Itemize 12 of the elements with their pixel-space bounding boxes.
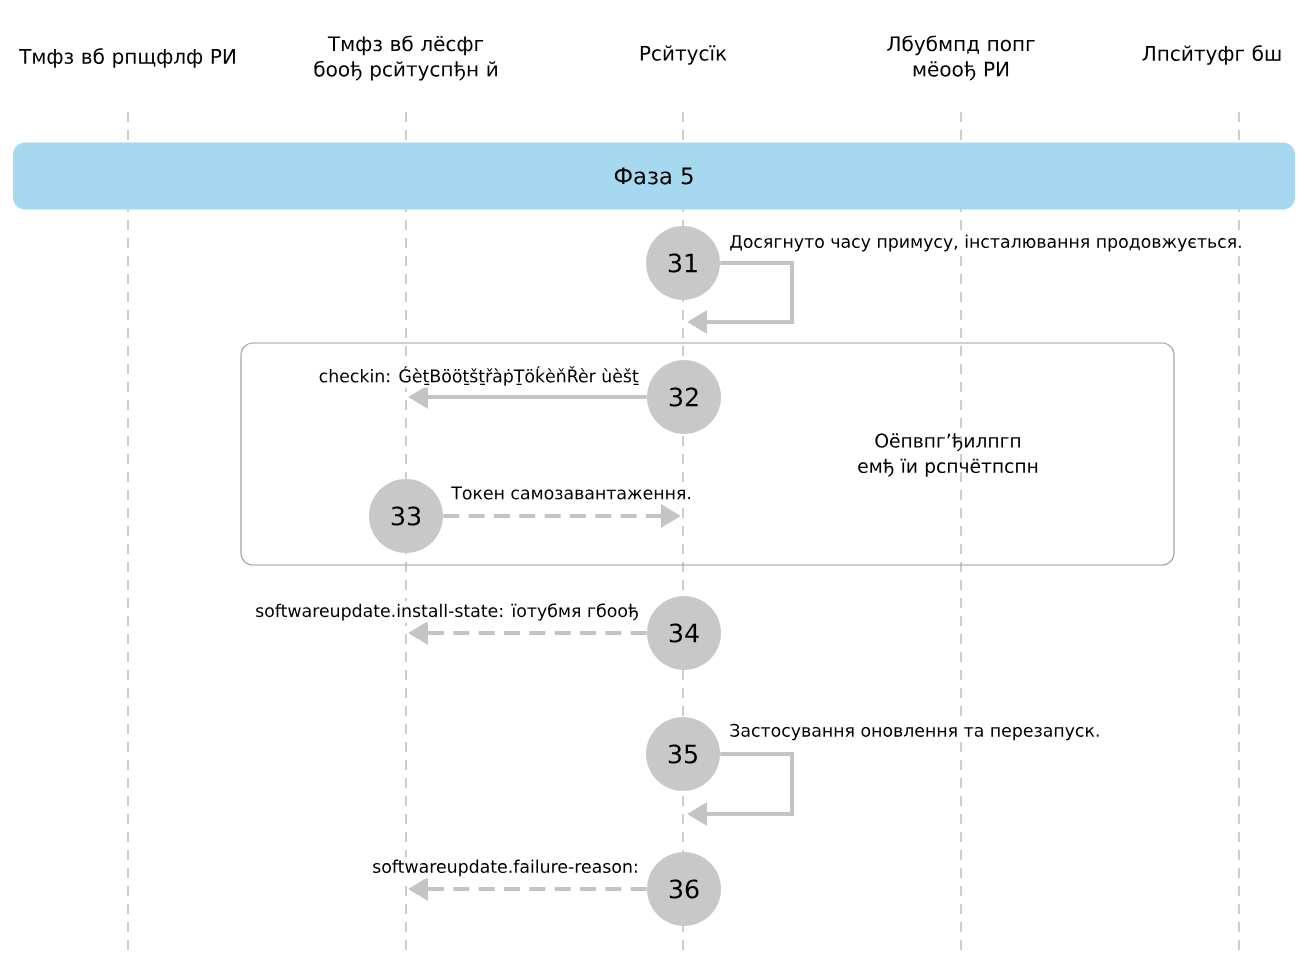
edge-label: softwareupdate.install-state: їотубмя гбоођ <box>253 601 641 623</box>
phase-band: Фаза 5 <box>13 142 1295 210</box>
participant-label: Тмфз вб лёсфг боођ рсйтуспђн й <box>314 35 497 81</box>
edge-label: Досягнуто часу примусу, інсталювання продовжується. <box>727 232 1245 254</box>
edge-label: Токен самозавантаження. <box>449 484 694 502</box>
edge-label: checkin: ǴèṯBööṯšṯřàṗṮöḱèňŘèr ùèšṯ <box>316 364 641 388</box>
edge-label: softwareupdate.failure-reason: <box>370 857 641 879</box>
participant-label: Лпсйтуфг бш <box>1142 45 1281 65</box>
edge-label: Застосування оновлення та перезапуск. <box>727 721 1103 743</box>
participant-label: Рсйтусїк <box>640 45 727 65</box>
participant-label: Лбубмпд попг мёоођ РИ <box>887 35 1035 81</box>
participant-label: Тмфз вб рпщфлф РИ <box>19 48 235 68</box>
